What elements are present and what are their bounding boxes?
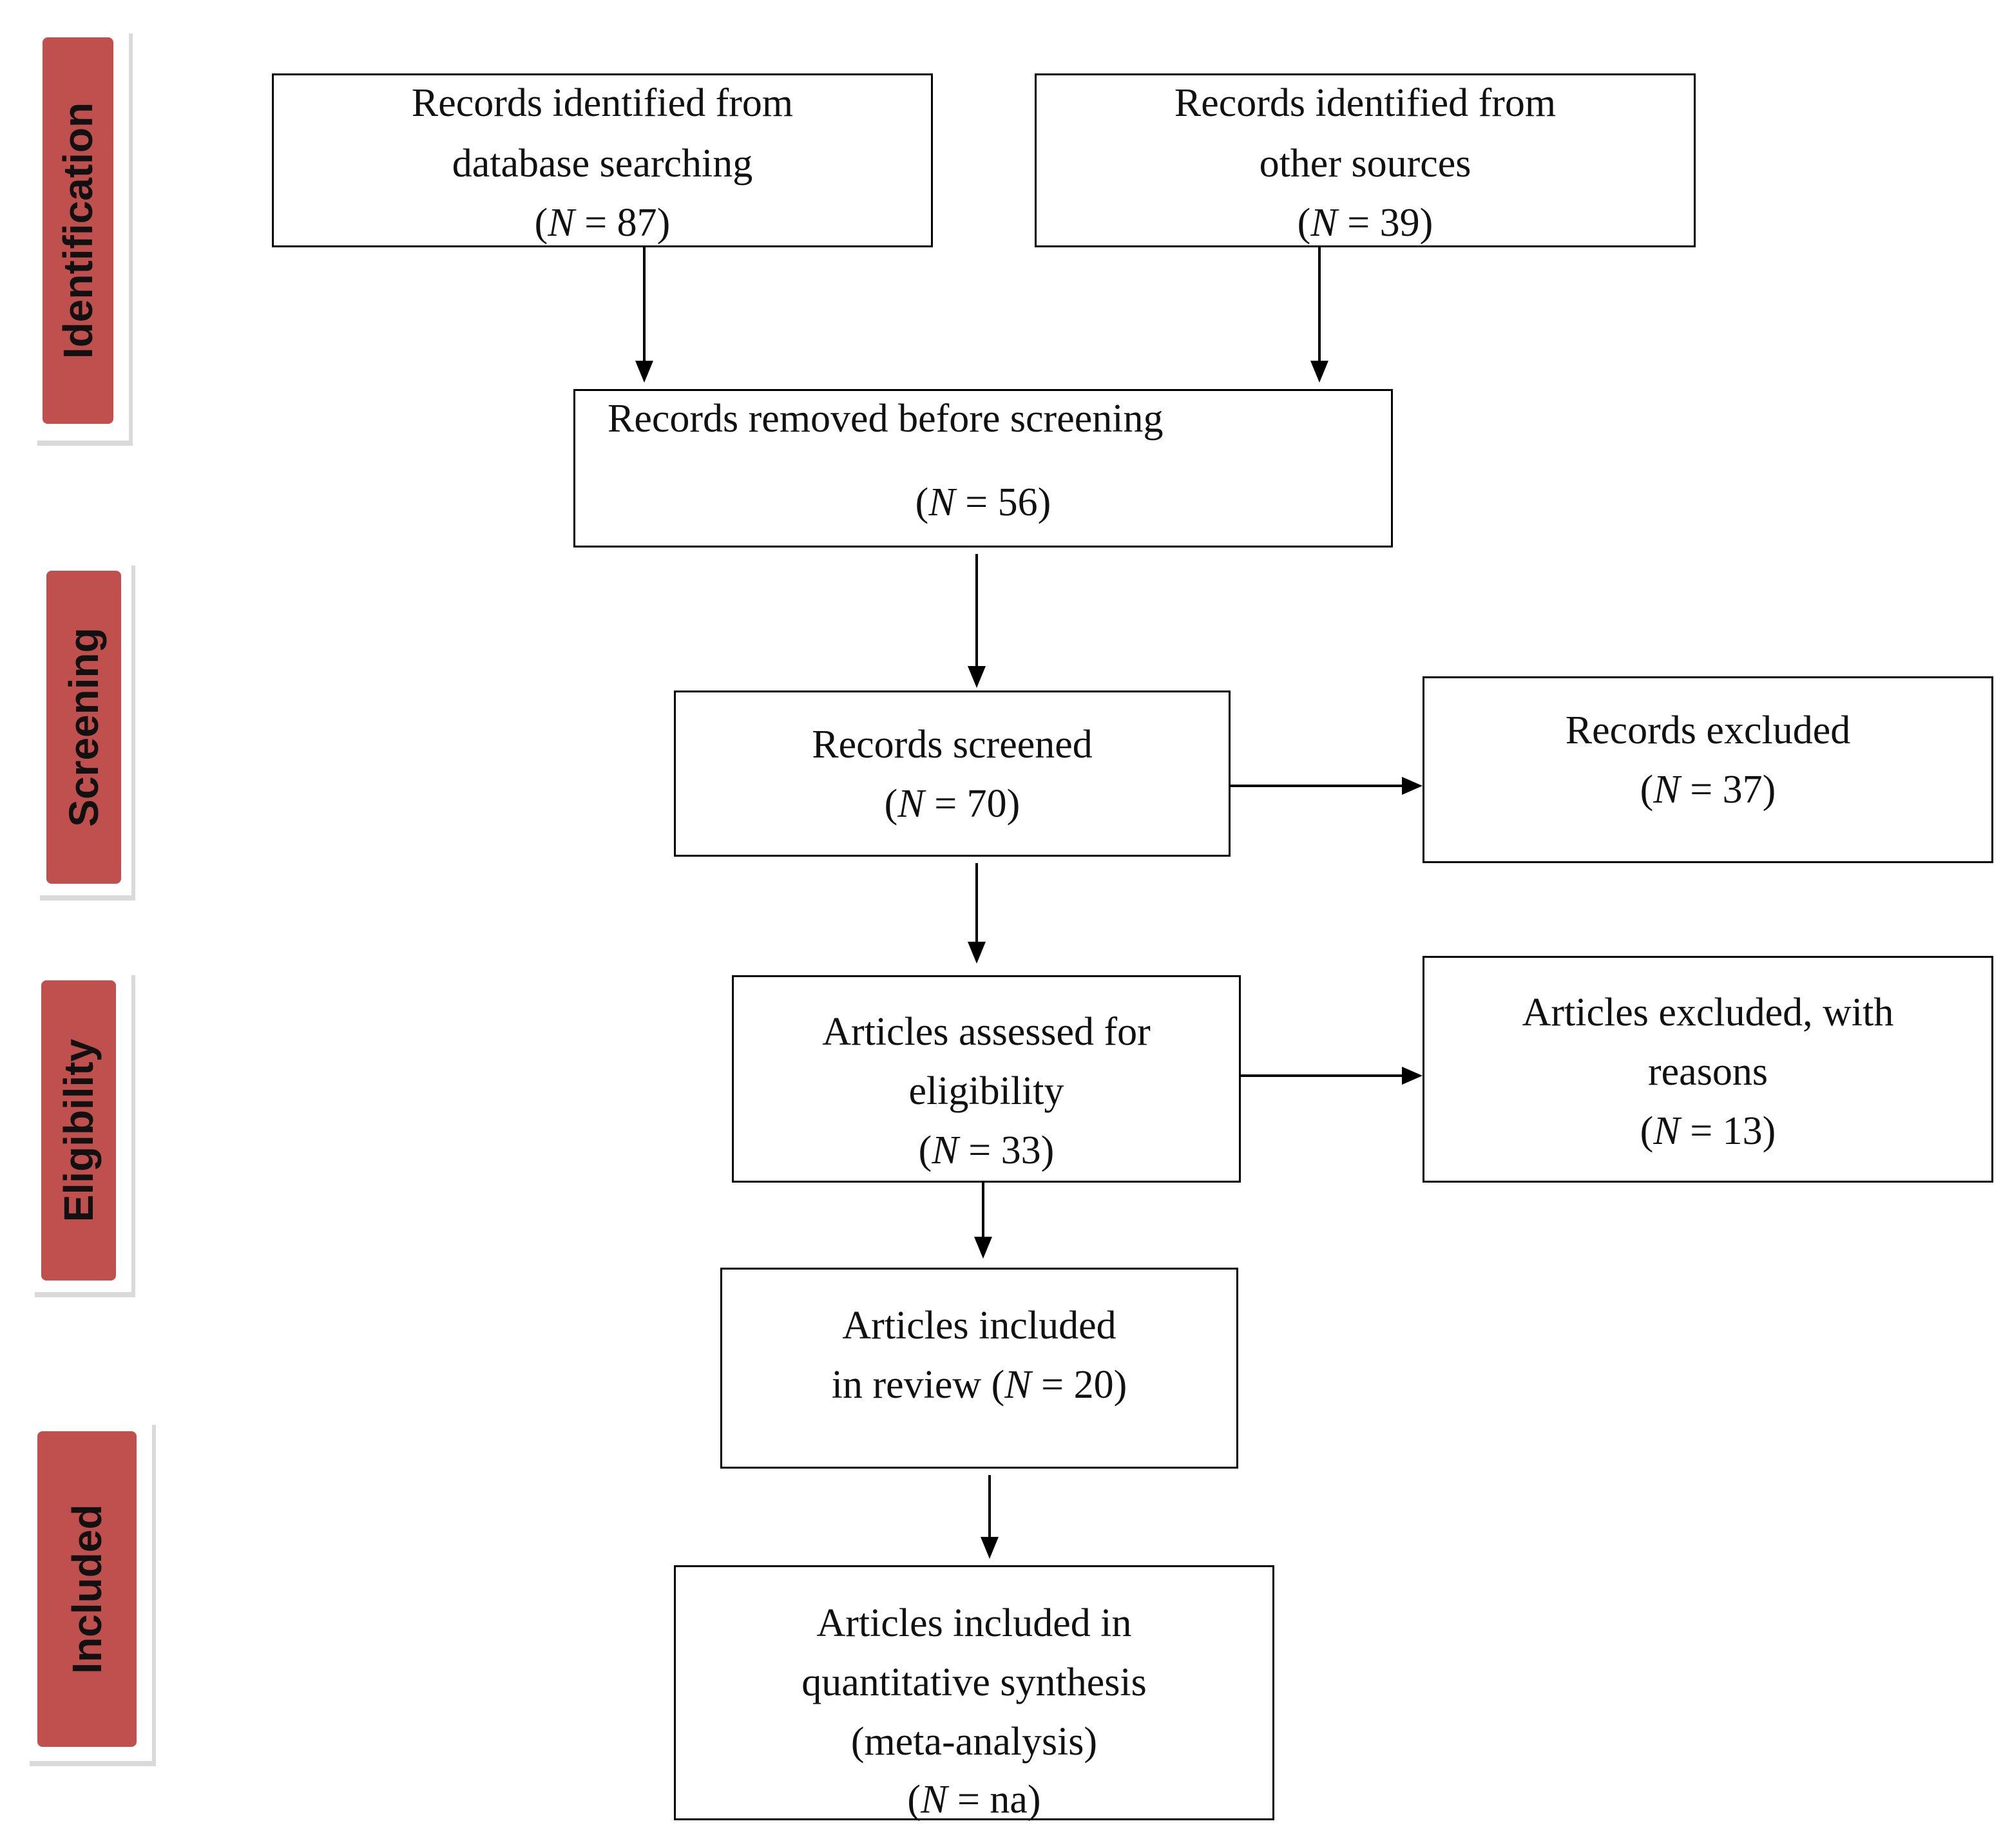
box-quantitative-count: (N = na) (907, 1778, 1041, 1822)
box-review-count: in review (N = 20) (831, 1363, 1127, 1407)
stage-eligibility-frame: Eligibility (31, 970, 131, 1292)
stage-eligibility: Eligibility (41, 980, 116, 1281)
arrowhead-database (635, 361, 653, 383)
box-removed-count: (N = 56) (915, 481, 1051, 524)
box-records-excluded: Records excluded (N = 37) (1423, 676, 1993, 863)
box-records-removed: Records removed before screening (N = 56… (573, 389, 1393, 548)
box-excluded-line1: Records excluded (1565, 709, 1851, 752)
box-database-line2: database searching (452, 142, 753, 186)
box-other-line2: other sources (1259, 142, 1471, 186)
box-removed-line1: Records removed before screening (608, 397, 1164, 441)
box-other-count: (N = 39) (1297, 201, 1433, 245)
box-articles-included-review: Articles included in review (N = 20) (720, 1268, 1238, 1469)
arrowhead-assessed (968, 942, 986, 964)
arrowhead-excluded (1402, 777, 1423, 795)
box-excluded-count: (N = 37) (1640, 768, 1776, 812)
stage-identification: Identification (43, 37, 113, 424)
box-quantitative-line3: (meta-analysis) (850, 1720, 1098, 1764)
stage-included: Included (37, 1431, 137, 1747)
arrowhead-removed (968, 666, 986, 688)
box-assessed-line2: eligibility (908, 1069, 1064, 1113)
box-other-line1: Records identified from (1174, 81, 1557, 125)
box-assessed-count: (N = 33) (918, 1129, 1055, 1172)
box-excluded-reasons-line1: Articles excluded, with (1522, 991, 1894, 1034)
box-database-line1: Records identified from (411, 81, 794, 125)
box-records-screened: Records screened (N = 70) (674, 691, 1231, 857)
box-review-line1: Articles included (842, 1304, 1116, 1348)
box-quantitative-synthesis: Articles included in quantitative synthe… (674, 1565, 1274, 1820)
arrowhead-excluded-reasons (1402, 1067, 1423, 1085)
box-articles-assessed: Articles assessed for eligibility (N = 3… (732, 975, 1241, 1183)
box-quantitative-line2: quantitative synthesis (801, 1661, 1147, 1704)
box-excluded-reasons-line2: reasons (1648, 1050, 1768, 1094)
box-articles-excluded-reasons: Articles excluded, with reasons (N = 13) (1423, 956, 1993, 1183)
box-other-sources: Records identified from other sources (N… (1035, 73, 1696, 247)
arrowhead-other (1310, 361, 1328, 383)
box-screened-line1: Records screened (812, 723, 1093, 767)
arrowhead-review (974, 1237, 992, 1259)
stage-included-frame: Included (26, 1420, 152, 1761)
stage-identification-frame: Identification (34, 28, 129, 441)
stage-screening: Screening (46, 571, 121, 884)
box-database-count: (N = 87) (534, 201, 671, 245)
box-excluded-reasons-count: (N = 13) (1640, 1109, 1776, 1153)
box-database-searching: Records identified from database searchi… (272, 73, 933, 247)
stage-screening-frame: Screening (36, 560, 131, 895)
box-quantitative-line1: Articles included in (816, 1601, 1132, 1645)
arrowhead-quantitative (981, 1537, 999, 1559)
box-assessed-line1: Articles assessed for (822, 1010, 1151, 1054)
box-screened-count: (N = 70) (884, 782, 1020, 826)
